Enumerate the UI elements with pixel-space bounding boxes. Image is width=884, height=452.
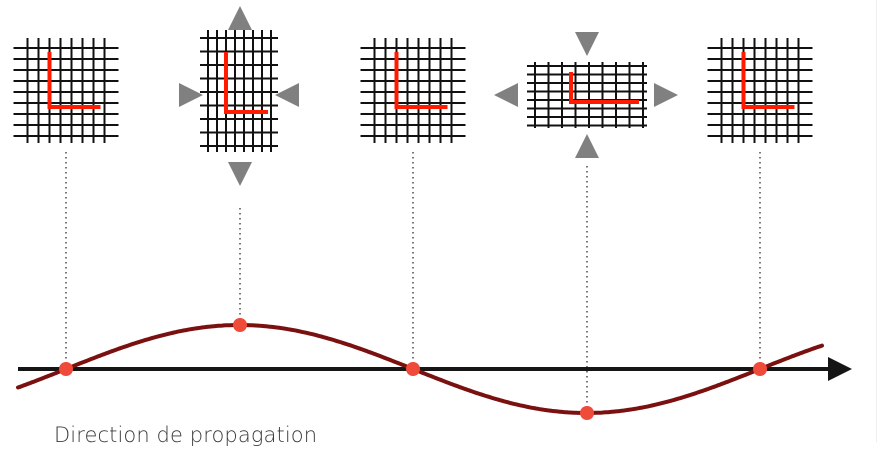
wave-node-3-zero [406, 362, 420, 376]
material-elements [13, 30, 813, 152]
arrow-right-icon [654, 83, 678, 107]
right-border-line [876, 0, 877, 442]
l-marker-icon [394, 52, 448, 109]
wave-node-5-zero [753, 362, 767, 376]
material-element-3-neutral [360, 38, 466, 143]
arrow-down-icon [228, 162, 252, 186]
arrow-left-icon [275, 83, 299, 107]
arrow-up-icon [575, 134, 599, 158]
l-marker-icon [741, 52, 795, 109]
wave-curve-group [16, 323, 824, 415]
propagation-caption: Direction de propagation [54, 423, 318, 447]
arrow-left-icon [494, 83, 518, 107]
material-element-2-stretched-vertical [200, 30, 278, 152]
propagation-axis [18, 357, 852, 381]
wave-curve [16, 323, 824, 415]
wave-node-1-zero [59, 362, 73, 376]
material-element-4-stretched-horizontal [527, 62, 647, 128]
wave-node-2-crest [233, 318, 247, 333]
l-marker-icon [224, 52, 268, 114]
arrow-right-icon [179, 83, 203, 107]
l-marker-icon [47, 52, 101, 109]
wave-nodes [59, 318, 767, 420]
axis-arrow-icon [828, 357, 852, 381]
deformation-arrows [179, 6, 678, 186]
wave-node-4-trough [580, 405, 594, 420]
arrow-down-icon [575, 32, 599, 56]
arrow-up-icon [228, 6, 252, 30]
material-element-5-neutral [707, 38, 813, 143]
l-marker-icon [569, 72, 639, 104]
material-element-1-neutral [13, 38, 119, 143]
